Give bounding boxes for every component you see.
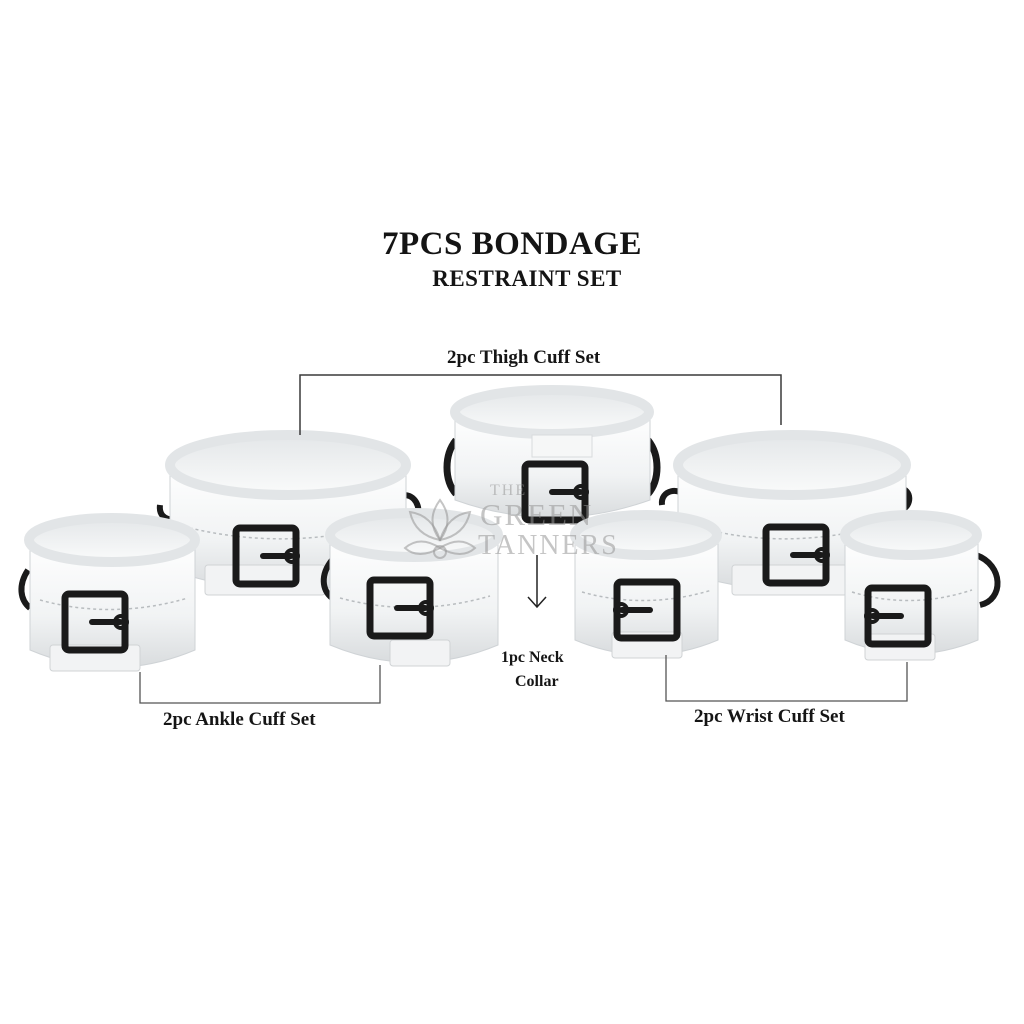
ankle-cuff-left xyxy=(18,513,200,672)
watermark-flower-icon xyxy=(403,498,477,559)
title-line-2: RESTRAINT SET xyxy=(432,266,622,291)
thigh-bracket xyxy=(299,374,782,435)
neck-arrow-icon xyxy=(527,555,547,609)
ankle-bracket xyxy=(139,665,381,704)
ankle-cuff-label: 2pc Ankle Cuff Set xyxy=(163,709,316,730)
neck-collar-label-line-2: Collar xyxy=(515,673,559,690)
watermark-line-2: GREEN xyxy=(480,497,594,532)
title-line-1: 7PCS BONDAGE xyxy=(382,226,642,262)
neck-collar-label-line-1: 1pc Neck xyxy=(501,649,564,666)
watermark-line-3: TANNERS xyxy=(478,530,619,561)
wrist-cuff-label: 2pc Wrist Cuff Set xyxy=(694,706,845,727)
wrist-bracket xyxy=(665,655,908,702)
ankle-cuff-right xyxy=(320,508,503,667)
watermark-line-1: THE xyxy=(490,482,528,499)
neck-collar xyxy=(443,385,661,520)
wrist-cuff-left xyxy=(570,510,722,659)
thigh-cuff-label: 2pc Thigh Cuff Set xyxy=(447,347,601,368)
thigh-cuff-left xyxy=(156,430,422,596)
wrist-cuff-right xyxy=(840,510,1001,661)
